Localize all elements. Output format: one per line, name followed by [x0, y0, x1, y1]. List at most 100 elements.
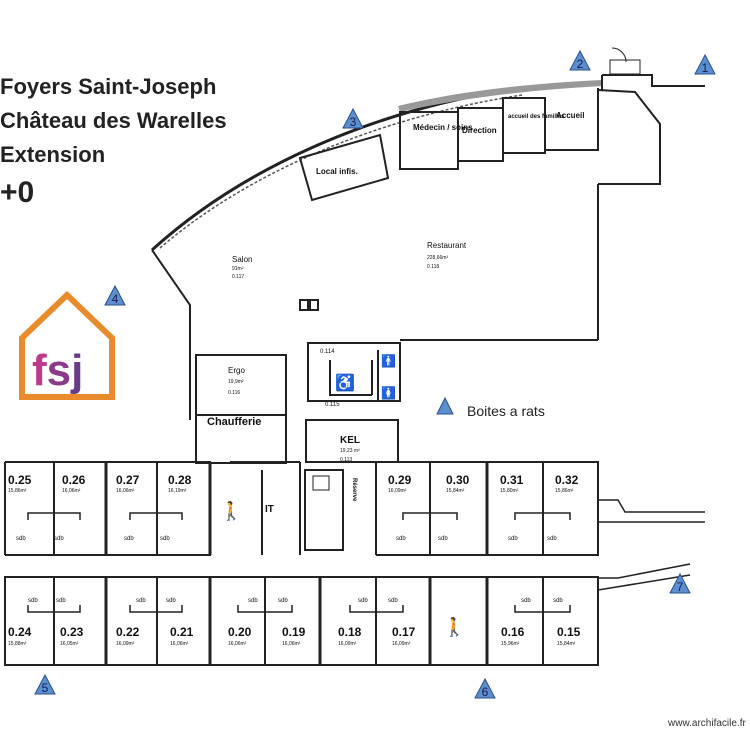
- code-salon: 0.117: [232, 274, 244, 280]
- label-local-infis: Local infis.: [316, 167, 358, 176]
- room-number: 0.25: [8, 473, 32, 487]
- room-area: 16,06m²: [62, 488, 81, 494]
- sdb-shape-25-26: [27, 512, 81, 540]
- stair-box-2: [307, 299, 319, 311]
- sdb-label: sdb: [547, 536, 557, 542]
- sdb-label: sdb: [553, 598, 563, 604]
- rat-box-markers: 1 2 3 4 5 6 7: [34, 49, 716, 699]
- room-area: 16,06m²: [282, 641, 301, 647]
- room-number: 0.29: [388, 473, 412, 487]
- bottom-row-outline: [4, 576, 599, 666]
- entrance-door: [609, 59, 641, 75]
- triangle-marker-icon: [342, 107, 364, 129]
- lift-shaft: [304, 469, 344, 551]
- room-area: 16,05m²: [60, 641, 79, 647]
- sdb-shape-22-21: [129, 590, 183, 613]
- sdb-label: sdb: [358, 598, 368, 604]
- room-number: 0.28: [168, 473, 192, 487]
- room-area: 16,06m²: [116, 488, 135, 494]
- room-area: 15,84m²: [446, 488, 465, 494]
- rat-box-marker-4: 4: [104, 284, 126, 306]
- title-line-2: Château des Warelles: [0, 108, 227, 133]
- code-restaurant: 0.118: [427, 264, 439, 270]
- triangle-marker-icon: [569, 49, 591, 71]
- legend-marker: [436, 396, 454, 415]
- restroom-icon-2: 🚺: [381, 386, 396, 400]
- marker-number: 1: [702, 61, 709, 75]
- upper-building: [150, 47, 705, 464]
- sdb-label: sdb: [16, 536, 26, 542]
- sdb-shape-24-23: [27, 590, 81, 613]
- sdb-shape-20-19: [237, 590, 293, 613]
- room-area: 16,09m²: [116, 641, 135, 647]
- room-area: 15,84m²: [557, 641, 576, 647]
- sdb-shape-27-28: [129, 512, 183, 540]
- sdb-label: sdb: [508, 536, 518, 542]
- area-ergo: 19,9m²: [228, 379, 244, 385]
- sdb-shape-29-30: [402, 512, 458, 540]
- room-area: 16,06m²: [228, 641, 247, 647]
- room-labels: Médecin / soins Direction accueil des fa…: [207, 111, 584, 637]
- sdb-label: sdb: [388, 598, 398, 604]
- rat-box-marker-2: 2: [569, 49, 591, 71]
- code-ergo: 0.116: [228, 390, 240, 396]
- sdb-label: sdb: [160, 536, 170, 542]
- room-number: 0.20: [228, 625, 252, 639]
- marker-number: 5: [42, 681, 49, 695]
- label-accueil: Accueil: [556, 111, 584, 120]
- watermark: www.archifacile.fr: [668, 718, 746, 729]
- room-number: 0.15: [557, 625, 581, 639]
- marker-number: 7: [677, 580, 684, 594]
- floor-level: +0: [0, 176, 35, 209]
- sdb-label: sdb: [438, 536, 448, 542]
- room-area: 16,19m²: [168, 488, 187, 494]
- logo-text: fsj: [32, 346, 83, 395]
- room-area: 15,86m²: [555, 488, 574, 494]
- logo-house-outline: [19, 290, 115, 400]
- room-area: 16,09m²: [338, 641, 357, 647]
- triangle-marker-icon: [34, 673, 56, 695]
- marker-number: 6: [482, 685, 489, 699]
- legend-label: Boites a rats: [467, 403, 545, 419]
- area-kel: 19,23 m²: [340, 448, 360, 454]
- label-0115: 0.115: [325, 402, 340, 408]
- title-line-3: Extension: [0, 142, 106, 167]
- room-number: 0.30: [446, 473, 470, 487]
- restroom-icon-1: 🚹: [381, 354, 396, 368]
- stair-box: [299, 299, 311, 311]
- label-restaurant: Restaurant: [427, 241, 467, 250]
- east-exit: [597, 499, 705, 591]
- title-line-1: Foyers Saint-Joseph: [0, 74, 217, 99]
- sdb-label: sdb: [521, 598, 531, 604]
- room-number: 0.19: [282, 625, 306, 639]
- stairs-icon: 🚶: [220, 500, 242, 521]
- room-number: 0.24: [8, 625, 32, 639]
- east-corridor: [597, 89, 661, 185]
- curved-facade-wall: [150, 81, 603, 252]
- sdb-label: sdb: [136, 598, 146, 604]
- logo-letter-f: f: [32, 346, 47, 395]
- logo-letter-j: j: [70, 346, 83, 395]
- label-direction: Direction: [462, 126, 497, 135]
- sdb-shape-31-32: [514, 512, 571, 540]
- label-salon: Salon: [232, 255, 252, 264]
- wheelchair-icon: ♿: [335, 373, 355, 392]
- stairs-icon-south: 🚶: [443, 616, 465, 637]
- rat-box-marker-3: 3: [342, 107, 364, 129]
- room-area: 15,80m²: [500, 488, 519, 494]
- room-area: 15,86m²: [8, 488, 27, 494]
- sdb-label: sdb: [166, 598, 176, 604]
- room-area: 16,09m²: [392, 641, 411, 647]
- rat-box-marker-6: 6: [474, 677, 496, 699]
- label-kel: KEL: [340, 435, 360, 446]
- label-ergo: Ergo: [228, 366, 245, 375]
- sdb-label: sdb: [56, 598, 66, 604]
- room-kel: [305, 419, 399, 463]
- top-row-labels: 0.2515,86m²sdb0.2616,06m²sdb0.2716,06m²s…: [8, 473, 579, 542]
- room-number: 0.27: [116, 473, 140, 487]
- room-area: 15,88m²: [8, 641, 27, 647]
- rat-box-marker-7: 7: [669, 572, 691, 594]
- sdb-label: sdb: [124, 536, 134, 542]
- bottom-row-rooms: [4, 576, 599, 666]
